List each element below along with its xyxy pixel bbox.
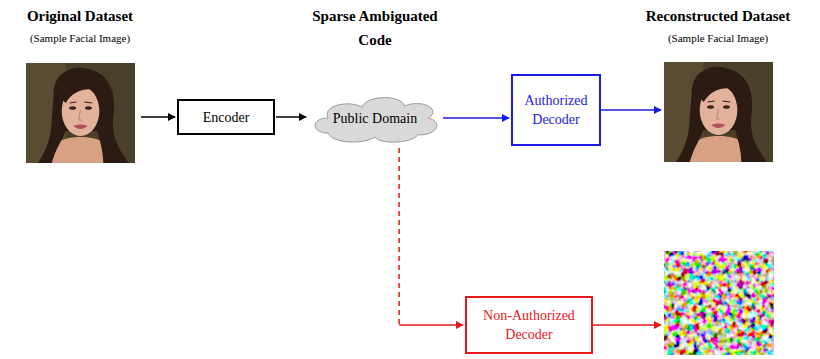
encoder-box: Encoder — [177, 99, 275, 135]
column-heading: Reconstructed Dataset — [623, 4, 813, 28]
connector — [276, 117, 306, 118]
node-text: Authorized Decoder — [521, 91, 591, 129]
cloud-node: Public Domain — [308, 88, 442, 148]
connector-line — [443, 117, 509, 119]
connector-line — [276, 116, 306, 118]
column-heading: Original Dataset — [0, 4, 165, 28]
connector — [399, 148, 463, 325]
node-text: Public Domain — [333, 109, 417, 128]
input-arrow — [141, 116, 175, 118]
decoder-box: Authorized Decoder — [511, 74, 601, 146]
noise-image — [664, 251, 774, 355]
output-arrow — [592, 324, 661, 326]
connector-line — [398, 148, 400, 325]
connector — [443, 118, 509, 119]
output-arrow — [600, 109, 661, 111]
face-image — [664, 62, 773, 162]
node-text: Non-Authorized Decoder — [475, 306, 583, 344]
face-image — [26, 63, 135, 163]
column-heading: Sparse Ambiguated Code — [298, 4, 453, 52]
column-subheading: (Sample Facial Image) — [638, 31, 798, 45]
node-text: Encoder — [203, 108, 250, 127]
column-subheading: (Sample Facial Image) — [0, 31, 160, 45]
connector-line — [399, 324, 463, 326]
decoder-box: Non-Authorized Decoder — [465, 296, 593, 354]
